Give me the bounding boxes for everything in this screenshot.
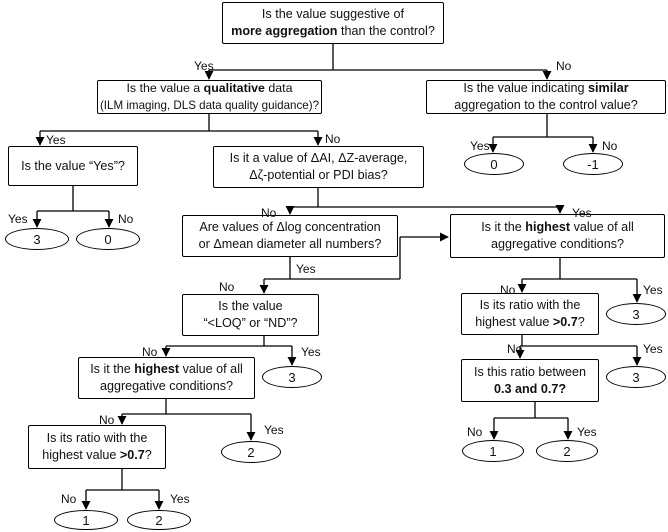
q4-line1: Is the value “Yes”?: [21, 158, 125, 173]
outcome-q12-no: 1: [54, 510, 118, 530]
outcome-q11-no: 1: [462, 440, 524, 462]
decision-q3-similar: Is the value indicating similar aggregat…: [426, 80, 666, 114]
label-q9-no: No: [507, 342, 523, 356]
outcome-similar-yes: 0: [464, 153, 524, 175]
q1-line2: more aggregation than the control?: [231, 24, 435, 38]
q12-line2: highest value >0.7?: [42, 448, 152, 462]
label-q3-yes: Yes: [470, 139, 490, 153]
label-q11-no: No: [467, 425, 483, 439]
q3-line2: aggregation to the control value?: [454, 98, 638, 112]
q1-line1: Is the value suggestive of: [261, 7, 405, 21]
label-q1-no: No: [556, 59, 572, 73]
label-q4-yes: Yes: [8, 212, 28, 226]
label-q6-no: No: [219, 280, 235, 294]
outcome-value-yes-no: 0: [76, 228, 140, 250]
label-q7-no: No: [500, 283, 516, 297]
decision-q6-all-numbers: Are values of Δlog concentration or Δmea…: [182, 215, 398, 257]
q5-line2: Δζ-potential or PDI bias?: [249, 168, 388, 182]
label-q8-yes: Yes: [301, 345, 321, 359]
q11-line1: Is this ratio between: [473, 364, 586, 379]
label-q2-yes: Yes: [46, 133, 66, 147]
decision-q8-loq-nd: Is the value “<LOQ” or “ND”?: [182, 294, 319, 336]
q9-line1: Is its ratio with the: [479, 298, 581, 312]
q9-line2: highest value >0.7?: [475, 315, 585, 329]
connector-q5: [290, 188, 560, 208]
decision-q1-more-aggregation: Is the value suggestive of more aggregat…: [222, 2, 444, 44]
decision-q12-ratio-above-0.7: Is its ratio with the highest value >0.7…: [28, 425, 166, 469]
connector-q4: [37, 186, 109, 212]
decision-q4-value-yes: Is the value “Yes”?: [8, 146, 138, 186]
label-q2-no: No: [325, 132, 341, 146]
label-q8-no: No: [142, 345, 158, 359]
label-q12-no: No: [61, 492, 77, 506]
outcome-q12-yes: 2: [127, 510, 191, 530]
outcome-q11-yes: 2: [536, 440, 598, 462]
label-q4-no: No: [118, 212, 134, 226]
decision-q10-highest-value: Is it the highest value of all aggregati…: [78, 357, 255, 399]
label-q5-yes: Yes: [572, 206, 592, 220]
label-q10-no: No: [99, 413, 115, 427]
outcome-q7-yes: 3: [606, 303, 666, 325]
q12-line1: Is its ratio with the: [46, 431, 148, 445]
q8-line2: “<LOQ” or “ND”?: [203, 316, 298, 330]
outcome-q10-yes: 2: [221, 441, 281, 463]
label-q3-no: No: [602, 139, 618, 153]
label-q7-yes: Yes: [643, 283, 663, 297]
label-q10-yes: Yes: [264, 423, 284, 437]
decision-q5-delta-values: Is it a value of ΔAI, ΔZ-average, Δζ-pot…: [213, 146, 424, 188]
q6-line2: or Δmean diameter all numbers?: [198, 237, 382, 251]
connector-q3: [493, 114, 593, 138]
outcome-similar-no: -1: [563, 153, 623, 175]
label-q5-no: No: [261, 206, 277, 220]
q2-line1: Is the value a qualitative data: [126, 81, 293, 95]
outcome-q9-yes: 3: [606, 366, 666, 388]
connector-q1: [209, 44, 547, 71]
connector-q8: [166, 336, 292, 347]
connector-q2: [40, 114, 318, 132]
q6-line1: Are values of Δlog concentration: [199, 220, 381, 234]
connector-q6: [264, 237, 401, 280]
connector-q9: [520, 335, 637, 347]
q3-line1: Is the value indicating similar: [463, 81, 629, 95]
q7-line1: Is it the highest value of all: [481, 220, 634, 234]
decision-q11-ratio-between: Is this ratio between 0.3 and 0.7?: [461, 359, 599, 402]
q11-line2: 0.3 and 0.7?: [493, 381, 567, 396]
outcome-value-yes-yes: 3: [5, 228, 69, 250]
decision-q7-highest-value: Is it the highest value of all aggregati…: [450, 214, 665, 258]
q2-line2: (ILM imaging, DLS data quality guidance)…: [99, 99, 320, 112]
label-q1-yes: Yes: [194, 59, 214, 73]
connector-q10: [122, 399, 251, 415]
connector-q7: [522, 258, 637, 280]
connector-q11: [494, 402, 568, 419]
label-q9-yes: Yes: [643, 342, 663, 356]
label-q11-yes: Yes: [577, 425, 597, 439]
label-q6-yes: Yes: [296, 262, 316, 276]
q10-line2: aggregative conditions?: [99, 379, 233, 393]
decision-q2-qualitative: Is the value a qualitative data (ILM ima…: [97, 80, 322, 114]
q10-line1: Is it the highest value of all: [90, 362, 243, 376]
label-q12-yes: Yes: [170, 492, 190, 506]
q8-line1: Is the value: [218, 299, 283, 313]
q7-line2: aggregative conditions?: [490, 237, 624, 251]
outcome-loq-yes: 3: [262, 366, 322, 388]
q5-line1: Is it a value of ΔAI, ΔZ-average,: [229, 151, 408, 165]
connector-q12: [86, 469, 159, 491]
decision-q9-ratio-above-0.7: Is its ratio with the highest value >0.7…: [461, 293, 599, 335]
